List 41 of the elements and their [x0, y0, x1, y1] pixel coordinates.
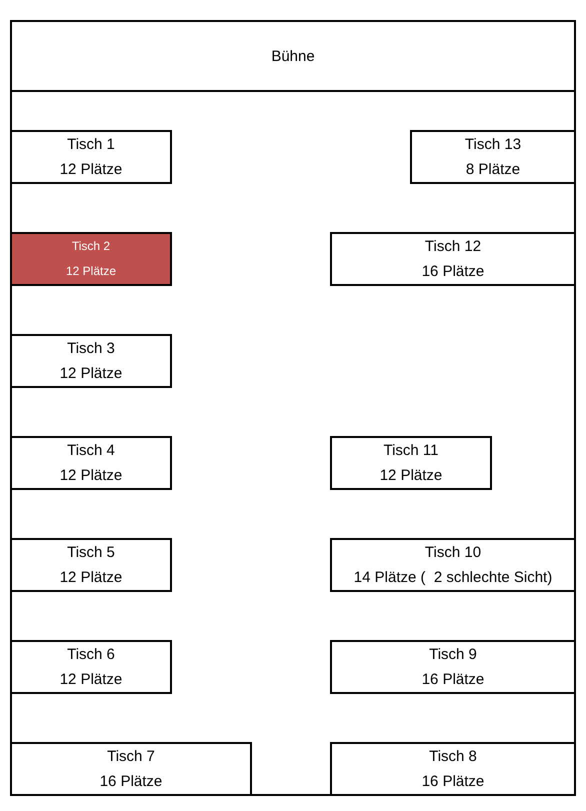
table-box	[330, 436, 492, 490]
table-name: Tisch 2	[72, 238, 110, 255]
seat-count: 12 Plätze	[60, 466, 122, 486]
table-box	[10, 130, 172, 184]
table-box	[10, 640, 172, 694]
table-name: Tisch 3	[67, 339, 115, 359]
seat-count: 16 Plätze	[422, 772, 484, 792]
table-name: Tisch 11	[383, 441, 439, 461]
stage-label: Bühne	[271, 46, 315, 66]
seat-count: 14 Plätze ( 2 schlechte Sicht)	[354, 568, 552, 588]
seat-count: 12 Plätze	[66, 263, 116, 280]
table-name: Tisch 12	[424, 237, 482, 257]
table-name: Tisch 9	[429, 645, 477, 665]
seat-count: 12 Plätze	[380, 466, 442, 486]
seat-count: 8 Plätze	[466, 160, 520, 180]
table-box	[10, 538, 172, 592]
seat-count: 12 Plätze	[60, 670, 122, 690]
table-box	[330, 538, 576, 592]
table-box	[10, 436, 172, 490]
table-box	[10, 334, 172, 388]
table-box	[10, 232, 172, 286]
table-box	[330, 742, 576, 796]
table-name: Tisch 10	[424, 543, 482, 563]
seat-count: 16 Plätze	[100, 772, 162, 792]
table-box	[330, 232, 576, 286]
seat-count: 16 Plätze	[422, 262, 484, 282]
table-name: Tisch 6	[67, 645, 115, 665]
table-box	[10, 742, 252, 796]
table-name: Tisch 8	[429, 747, 477, 767]
table-name: Tisch 1	[67, 135, 115, 155]
seat-count: 12 Plätze	[60, 160, 122, 180]
table-name: Tisch 5	[67, 543, 115, 563]
table-box	[410, 130, 576, 184]
table-box	[330, 640, 576, 694]
table-name: Tisch 4	[67, 441, 115, 461]
room-outline	[10, 20, 576, 796]
table-name: Tisch 7	[107, 747, 155, 767]
seat-count: 12 Plätze	[60, 568, 122, 588]
table-name: Tisch 13	[464, 135, 522, 155]
seat-count: 16 Plätze	[422, 670, 484, 690]
seat-count: 12 Plätze	[60, 364, 122, 384]
